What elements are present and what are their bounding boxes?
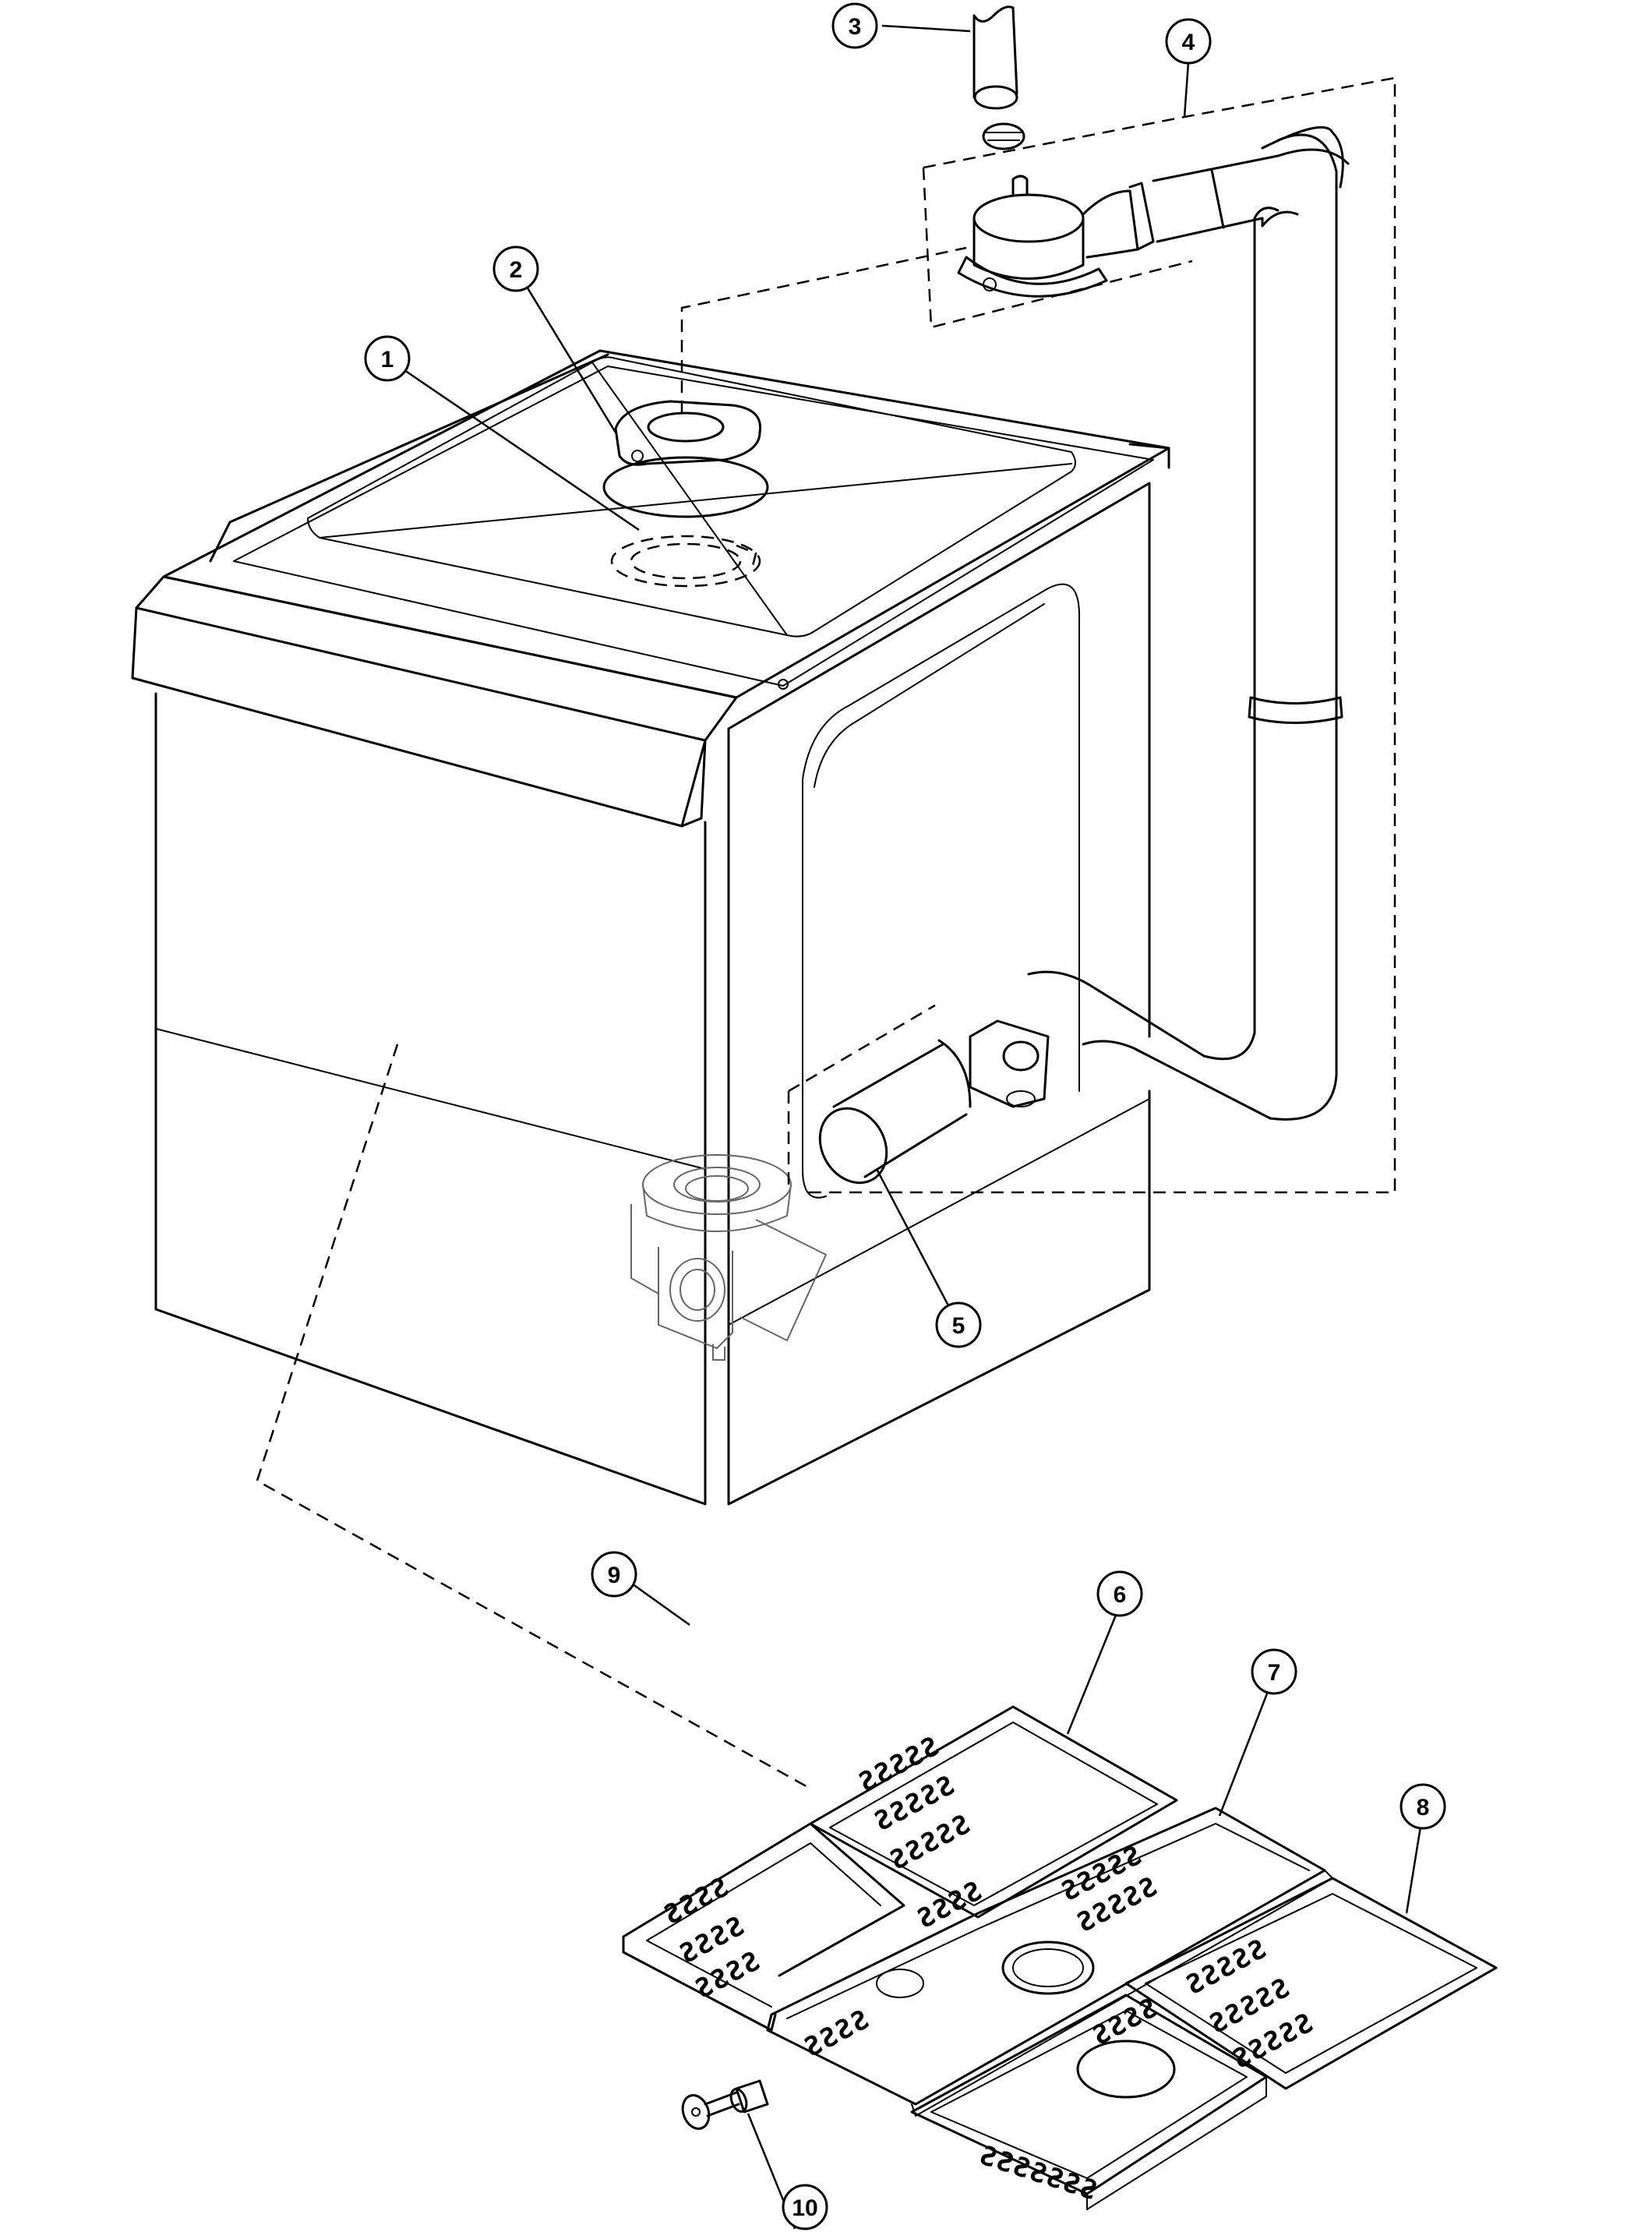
callout-5: 5 [935,1301,982,1348]
callout-5-label: 5 [952,1313,965,1339]
inner-gasket [610,535,761,588]
callout-2-label: 2 [510,257,523,283]
callout-10-label: 10 [792,2195,817,2221]
callout-4-label: 4 [1182,30,1195,55]
pattern-text: ƧƧƧƧƧƧƧ [976,2140,1102,2208]
callout-7: 7 [1251,1648,1297,1695]
callout-2: 2 [492,245,539,292]
callout-8-label: 8 [1417,1795,1430,1821]
flange-plate [602,400,769,518]
callout-7-label: 7 [1268,1660,1281,1686]
callout-6-label: 6 [1114,1582,1127,1608]
bolt-knob [681,2079,769,2130]
drain-valve [630,1154,827,1361]
callout-10: 10 [782,2184,828,2230]
separator-assembly [818,125,1350,1185]
callout-3: 3 [831,2,878,49]
callout-3-label: 3 [849,14,862,40]
callout-6: 6 [1096,1570,1143,1617]
callout-9-label: 9 [608,1563,621,1588]
callout-1-label: 1 [381,347,394,373]
callout-4: 4 [1165,18,1212,65]
callout-1: 1 [364,335,411,382]
pattern-text: ƧƧƧƧ [799,2003,875,2064]
floor-grate-6 [809,1705,1178,1919]
tank-body [131,349,1170,1506]
floor-grate-left [622,1822,905,2032]
hose-piece [972,5,1025,150]
assembly-lines [256,76,1396,1790]
floor-grate-8 [910,1877,1498,2210]
callout-9: 9 [591,1551,637,1598]
callout-8: 8 [1400,1783,1446,1830]
